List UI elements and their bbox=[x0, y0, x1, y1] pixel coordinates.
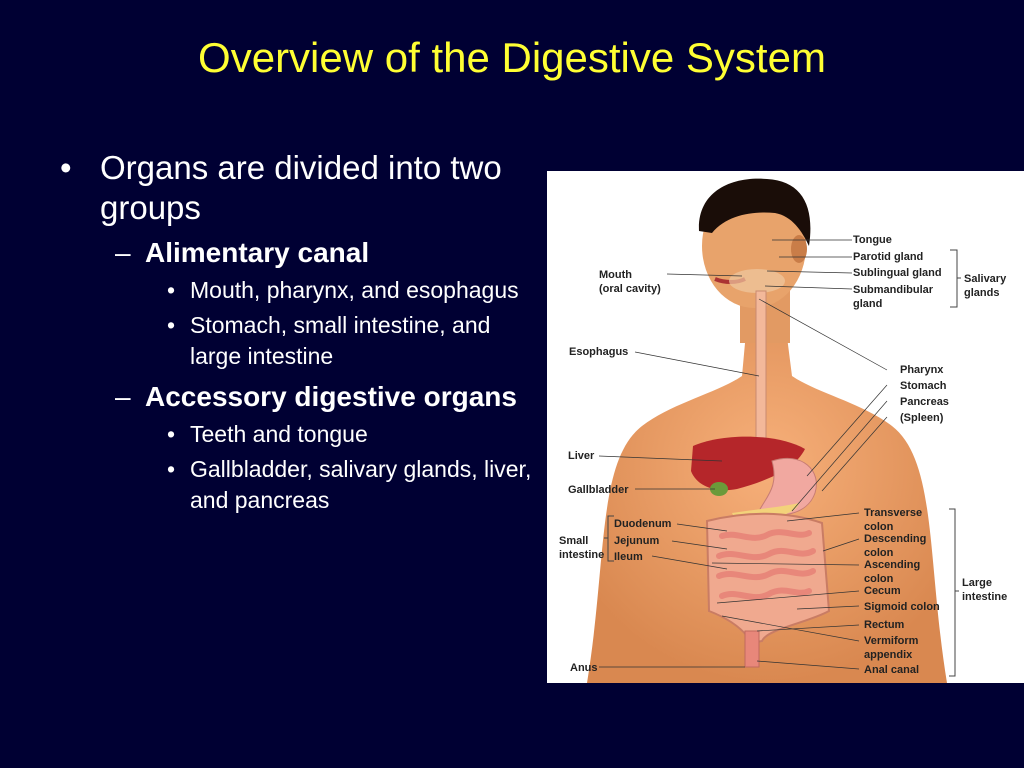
label-spleen: (Spleen) bbox=[900, 412, 944, 424]
label-large-intestine-1: Large bbox=[962, 577, 992, 589]
bullet-dot: • bbox=[167, 312, 176, 338]
label-gallbladder: Gallbladder bbox=[568, 484, 629, 496]
leader-lines bbox=[598, 239, 888, 670]
label-rectum: Rectum bbox=[864, 619, 905, 631]
label-jejunum: Jejunum bbox=[614, 535, 659, 547]
subheading-accessory-text: Accessory digestive organs bbox=[145, 381, 517, 412]
body-illustration bbox=[587, 178, 947, 683]
bullet-dot: • bbox=[167, 456, 176, 482]
bullet-dot: • bbox=[60, 149, 72, 186]
label-descending-2: colon bbox=[864, 547, 894, 559]
label-ascending-2: colon bbox=[864, 573, 894, 585]
label-mouth-1: Mouth bbox=[599, 269, 632, 281]
bullet-list: • Organs are divided into two groups – A… bbox=[60, 148, 540, 516]
label-sublingual-gland: Sublingual gland bbox=[853, 267, 942, 279]
label-large-intestine-2: intestine bbox=[962, 591, 1007, 603]
label-salivary-2: glands bbox=[964, 287, 999, 299]
label-small-intestine-2: intestine bbox=[559, 549, 604, 561]
bullet-item: • Mouth, pharynx, and esophagus bbox=[60, 275, 540, 306]
label-pharynx: Pharynx bbox=[900, 364, 944, 376]
label-cecum: Cecum bbox=[864, 585, 901, 597]
anatomy-diagram: Tongue Parotid gland Sublingual gland Su… bbox=[559, 178, 1007, 683]
bullet-main-text: Organs are divided into two groups bbox=[100, 149, 502, 226]
bullet-item-text: Teeth and tongue bbox=[190, 421, 368, 447]
label-duodenum: Duodenum bbox=[614, 518, 672, 530]
label-parotid-gland: Parotid gland bbox=[853, 251, 923, 263]
label-anal-canal: Anal canal bbox=[864, 664, 919, 676]
subheading-alimentary-text: Alimentary canal bbox=[145, 237, 370, 268]
label-esophagus: Esophagus bbox=[569, 346, 628, 358]
digestive-system-figure: Tongue Parotid gland Sublingual gland Su… bbox=[547, 171, 1024, 683]
bullet-item: • Stomach, small intestine, and large in… bbox=[60, 310, 540, 372]
figure-labels: Tongue Parotid gland Sublingual gland Su… bbox=[559, 234, 1007, 676]
label-mouth-2: (oral cavity) bbox=[599, 283, 661, 295]
bullet-item-text: Mouth, pharynx, and esophagus bbox=[190, 277, 519, 303]
label-vermiform-2: appendix bbox=[864, 649, 913, 661]
label-anus: Anus bbox=[570, 662, 598, 674]
bullet-dot: • bbox=[167, 421, 176, 447]
bullet-item: • Teeth and tongue bbox=[60, 419, 540, 450]
bullet-dot: • bbox=[167, 277, 176, 303]
bullet-main: • Organs are divided into two groups bbox=[60, 148, 540, 228]
label-submandibular-2: gland bbox=[853, 298, 882, 310]
label-descending-1: Descending bbox=[864, 533, 926, 545]
label-sigmoid-colon: Sigmoid colon bbox=[864, 601, 940, 613]
label-transverse-1: Transverse bbox=[864, 507, 922, 519]
label-pancreas: Pancreas bbox=[900, 396, 949, 408]
subheading-accessory: – Accessory digestive organs bbox=[60, 378, 540, 415]
slide-title: Overview of the Digestive System bbox=[198, 34, 826, 81]
label-ascending-1: Ascending bbox=[864, 559, 920, 571]
label-vermiform-1: Vermiform bbox=[864, 635, 919, 647]
label-stomach: Stomach bbox=[900, 380, 947, 392]
label-small-intestine-1: Small bbox=[559, 535, 588, 547]
label-salivary-1: Salivary bbox=[964, 273, 1007, 285]
dash-mark: – bbox=[115, 381, 131, 412]
bullet-item-text: Gallbladder, salivary glands, liver, and… bbox=[190, 456, 532, 513]
label-transverse-2: colon bbox=[864, 521, 894, 533]
label-submandibular-1: Submandibular bbox=[853, 284, 934, 296]
bullet-item-text: Stomach, small intestine, and large inte… bbox=[190, 312, 491, 369]
label-liver: Liver bbox=[568, 450, 595, 462]
bullet-item: • Gallbladder, salivary glands, liver, a… bbox=[60, 454, 540, 516]
dash-mark: – bbox=[115, 237, 131, 268]
brackets bbox=[604, 249, 961, 677]
subheading-alimentary: – Alimentary canal bbox=[60, 234, 540, 271]
label-ileum: Ileum bbox=[614, 551, 643, 563]
label-tongue: Tongue bbox=[853, 234, 892, 246]
